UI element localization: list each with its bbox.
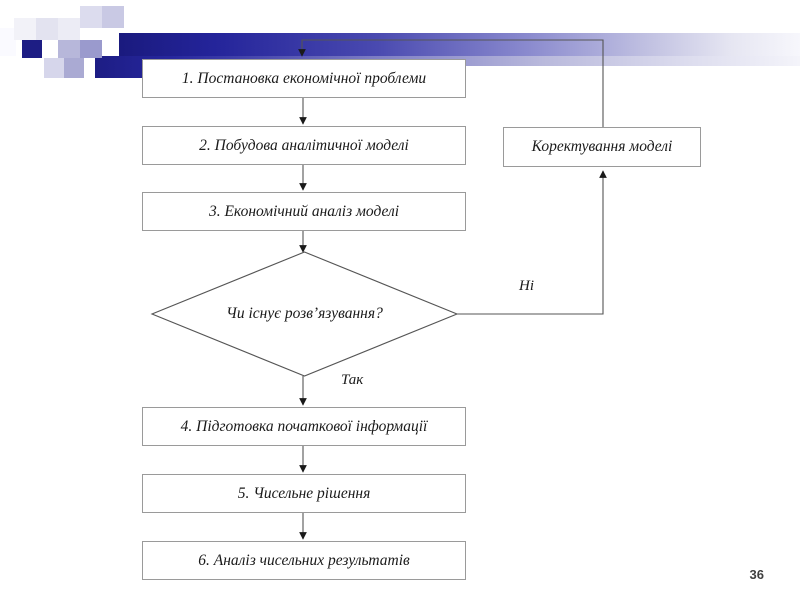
flow-node-decision-solution-exists[interactable]: Чи існує розв’язування? (152, 252, 457, 376)
slide-page-number: 36 (749, 567, 764, 582)
flow-node-label: 6. Аналіз чисельних результатів (198, 551, 410, 569)
edge-label-no: Ні (519, 278, 534, 294)
header-square-9 (44, 58, 64, 78)
flow-node-numerical-solution[interactable]: 5. Чисельне рішення (142, 474, 466, 513)
flow-node-label: Чи існує розв’язування? (226, 305, 383, 322)
flow-node-problem-statement[interactable]: 1. Постановка економічної проблеми (142, 59, 466, 98)
edge-decision-no-correction (457, 170, 607, 315)
flow-node-label: 1. Постановка економічної проблеми (181, 69, 427, 87)
edge-correction-n1 (298, 39, 604, 127)
header-square-8 (80, 40, 102, 58)
edge-label-yes: Так (341, 372, 364, 388)
flow-node-model-correction[interactable]: Коректування моделі (503, 127, 701, 167)
header-square-6 (22, 40, 42, 58)
header-square-7 (58, 40, 80, 58)
flow-node-economic-analysis[interactable]: 3. Економічний аналіз моделі (142, 192, 466, 231)
header-square-1 (14, 18, 36, 40)
header-gradient-bar (119, 33, 800, 56)
decision-diamond-shape (150, 251, 459, 377)
flow-node-label: 5. Чисельне рішення (237, 484, 371, 502)
flow-node-label: Коректування моделі (531, 138, 673, 156)
flow-node-label: 3. Економічний аналіз моделі (208, 202, 400, 220)
flow-node-results-analysis[interactable]: 6. Аналіз чисельних результатів (142, 541, 466, 580)
header-square-10 (64, 58, 84, 78)
decision-label-wrap: Чи існує розв’язування? (152, 252, 457, 376)
header-square-11 (0, 28, 16, 56)
flow-node-label: 4. Підготовка початкової інформації (180, 417, 428, 435)
flow-node-prepare-initial-data[interactable]: 4. Підготовка початкової інформації (142, 407, 466, 446)
flow-node-analytic-model[interactable]: 2. Побудова аналітичної моделі (142, 126, 466, 165)
flow-node-label: 2. Побудова аналітичної моделі (199, 136, 409, 154)
header-gradient-tail (230, 56, 800, 66)
header-square-2 (36, 18, 58, 40)
header-square-5 (102, 6, 124, 28)
header-square-3 (58, 18, 80, 40)
header-square-4 (80, 6, 102, 28)
